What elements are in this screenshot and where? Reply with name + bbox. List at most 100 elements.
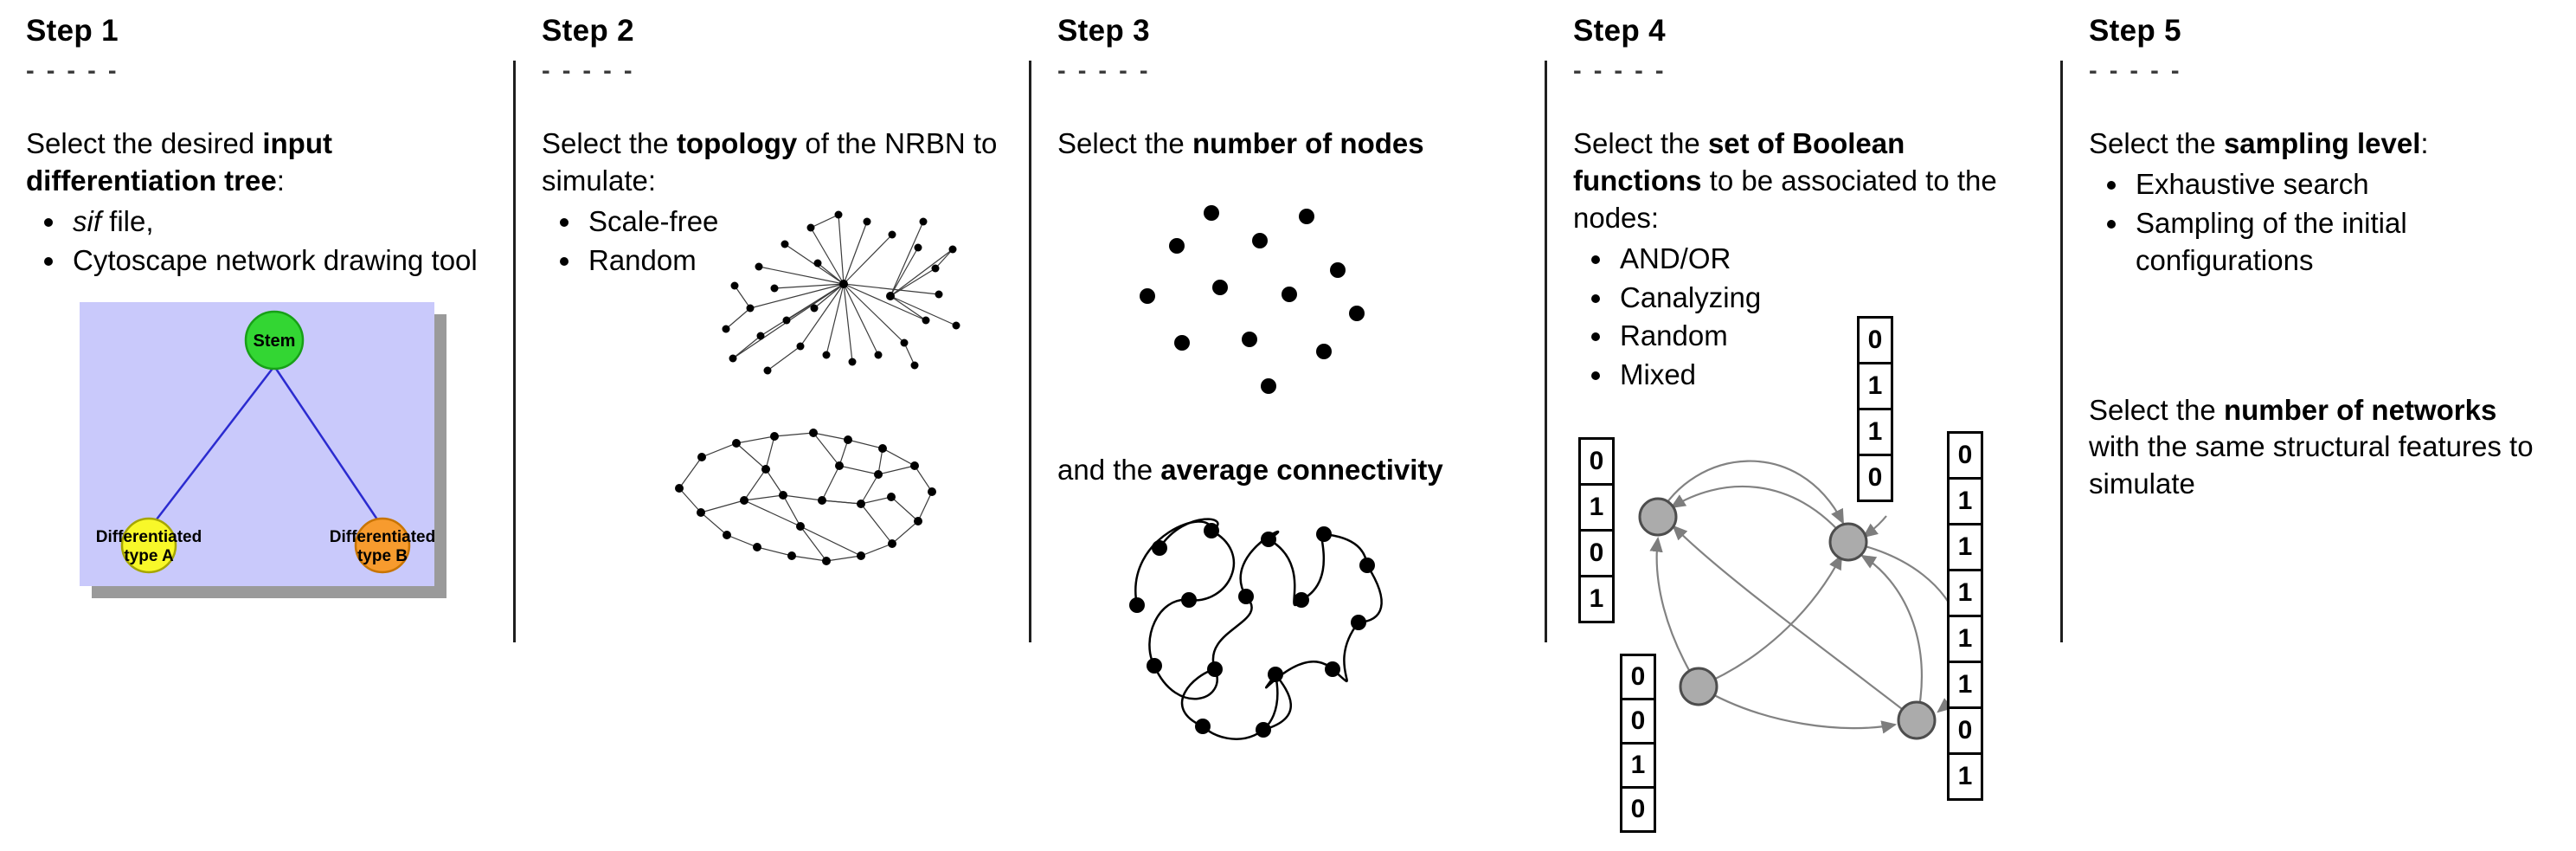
step-1-bullets: sif file, Cytoscape network drawing tool: [26, 203, 492, 280]
step-5: Step 5 - - - - - Select the sampling lev…: [2063, 0, 2576, 851]
network-node: [1638, 497, 1678, 537]
tree-edge-right: [273, 364, 384, 528]
step-1-intro: Select the desired input differentiation…: [26, 126, 492, 200]
type-a-label-line1: Differentiated: [96, 528, 202, 546]
bullet-exhaustive-search: Exhaustive search: [2130, 166, 2555, 203]
step-3: Step 3 - - - - - Select the number of no…: [1031, 0, 1545, 851]
step-4-bullets: AND/OR Canalyzing Random Mixed: [1573, 241, 2040, 395]
type-a-node: [120, 517, 177, 573]
truth-table-cell: 0: [1947, 706, 1983, 755]
step-3-title: Step 3: [1057, 14, 1150, 48]
truth-table-cell: 1: [1947, 569, 1983, 617]
step-4-dashes: - - - - -: [1573, 57, 1667, 85]
step-1: Step 1 - - - - - Select the desired inpu…: [0, 0, 513, 851]
step-2-bullets: Scale-free Random: [542, 203, 1008, 280]
intro-text: :: [2420, 127, 2429, 159]
column-divider: [1029, 61, 1031, 642]
intro-text: Select the: [2089, 127, 2224, 159]
column-divider: [2060, 61, 2063, 642]
tree-edge-left: [150, 364, 275, 528]
intro-bold: number of nodes: [1192, 127, 1424, 159]
bullet-canalyzing: Canalyzing: [1615, 280, 2040, 317]
bullet-random: Random: [1615, 318, 2040, 355]
step-5-second-paragraph: Select the number of networks with the s…: [2089, 392, 2555, 504]
bullet-sampling-initial: Sampling of the initial configurations: [2130, 205, 2555, 280]
truth-table-cell: 1: [1947, 615, 1983, 663]
bullet-and-or: AND/OR: [1615, 241, 2040, 278]
intro-text: to be associated to the nodes:: [1573, 164, 1997, 234]
bullet-random: Random: [583, 242, 1008, 280]
intro-text: Select the: [1057, 127, 1192, 159]
scale-free-network-image: [722, 210, 960, 375]
network-node: [1679, 667, 1718, 706]
step-2-dashes: - - - - -: [542, 57, 635, 85]
truth-table-cell: 0: [1857, 454, 1893, 502]
step-5-intro: Select the sampling level:: [2089, 126, 2555, 163]
intro-bold: set of Boolean functions: [1573, 127, 1905, 197]
truth-table-cell: 0: [1578, 529, 1615, 577]
intro-bold: number of networks: [2223, 393, 2497, 426]
intro-bold: input differentiation tree: [26, 127, 332, 197]
truth-table-cell: 1: [1578, 575, 1615, 623]
step-3-dashes: - - - - -: [1057, 57, 1151, 85]
connectivity-network-image: [1129, 518, 1383, 740]
truth-table-cell: 0: [1620, 654, 1656, 700]
truth-table-cell: 0: [1578, 437, 1615, 486]
intro-text: and the: [1057, 453, 1161, 486]
truth-table-top: 0 1 1 0: [1857, 316, 1893, 502]
bullet-mixed: Mixed: [1615, 357, 2040, 394]
step-3-line1: Select the number of nodes: [1057, 126, 1524, 163]
column-divider: [1545, 61, 1547, 642]
truth-table-cell: 0: [1620, 698, 1656, 745]
step-1-dashes: - - - - -: [26, 57, 119, 85]
truth-table-right: 0 1 1 1 1 1 0 1: [1947, 431, 1983, 801]
stem-label: Stem: [254, 332, 296, 351]
truth-table-cell: 1: [1857, 408, 1893, 456]
step-5-title: Step 5: [2089, 14, 2181, 48]
truth-table-bottom-left: 0 0 1 0: [1620, 654, 1656, 833]
stem-node: [244, 310, 305, 370]
intro-text: Select the: [1573, 127, 1708, 159]
truth-table-cell: 0: [1620, 786, 1656, 833]
intro-text: of the NRBN to simulate:: [542, 127, 998, 197]
network-node: [1828, 522, 1868, 562]
bullet-sif-file: sif file,: [67, 203, 492, 241]
type-b-label-line2: type B: [357, 547, 408, 565]
step-2-intro: Select the topology of the NRBN to simul…: [542, 126, 1008, 200]
intro-bold: sampling level: [2223, 127, 2421, 159]
network-node: [1897, 700, 1937, 740]
bullet-scale-free: Scale-free: [583, 203, 1008, 241]
bullet-cytoscape: Cytoscape network drawing tool: [67, 242, 492, 280]
differentiation-tree-image: Stem Differentiated type A Differentiate…: [80, 301, 446, 598]
truth-table-cell: 0: [1947, 431, 1983, 480]
step-3-line2: and the average connectivity: [1057, 452, 1524, 489]
truth-table-cell: 1: [1947, 477, 1983, 525]
sif-italic: sif: [73, 204, 101, 237]
intro-text: Select the: [2089, 393, 2224, 426]
step-5-dashes: - - - - -: [2089, 57, 2182, 85]
intro-text: Select the desired: [26, 127, 263, 159]
step-4-intro: Select the set of Boolean functions to b…: [1573, 126, 2040, 237]
boolean-network-figure: 0 1 0 1 0 0 1 0 0 1 1 0 0 1 1 1: [1571, 294, 2060, 851]
intro-text: :: [276, 164, 285, 197]
step-1-title: Step 1: [26, 14, 119, 48]
intro-bold: average connectivity: [1160, 453, 1443, 486]
type-a-label-line2: type A: [124, 547, 174, 565]
random-network-image: [675, 429, 936, 565]
truth-table-cell: 1: [1947, 752, 1983, 801]
sif-rest: file,: [101, 204, 154, 237]
truth-table-cell: 1: [1857, 362, 1893, 410]
step-2: Step 2 - - - - - Select the topology of …: [516, 0, 1029, 851]
step-4-title: Step 4: [1573, 14, 1666, 48]
intro-bold: topology: [676, 127, 798, 159]
truth-table-left: 0 1 0 1: [1578, 437, 1615, 623]
intro-text: Select the: [542, 127, 677, 159]
nodes-dots-image: [1140, 204, 1365, 394]
step-5-bullets: Exhaustive search Sampling of the initia…: [2089, 166, 2555, 280]
truth-table-cell: 1: [1620, 742, 1656, 789]
type-b-node: [354, 517, 411, 573]
step-2-title: Step 2: [542, 14, 634, 48]
truth-table-cell: 1: [1578, 483, 1615, 532]
truth-table-cell: 0: [1857, 316, 1893, 364]
